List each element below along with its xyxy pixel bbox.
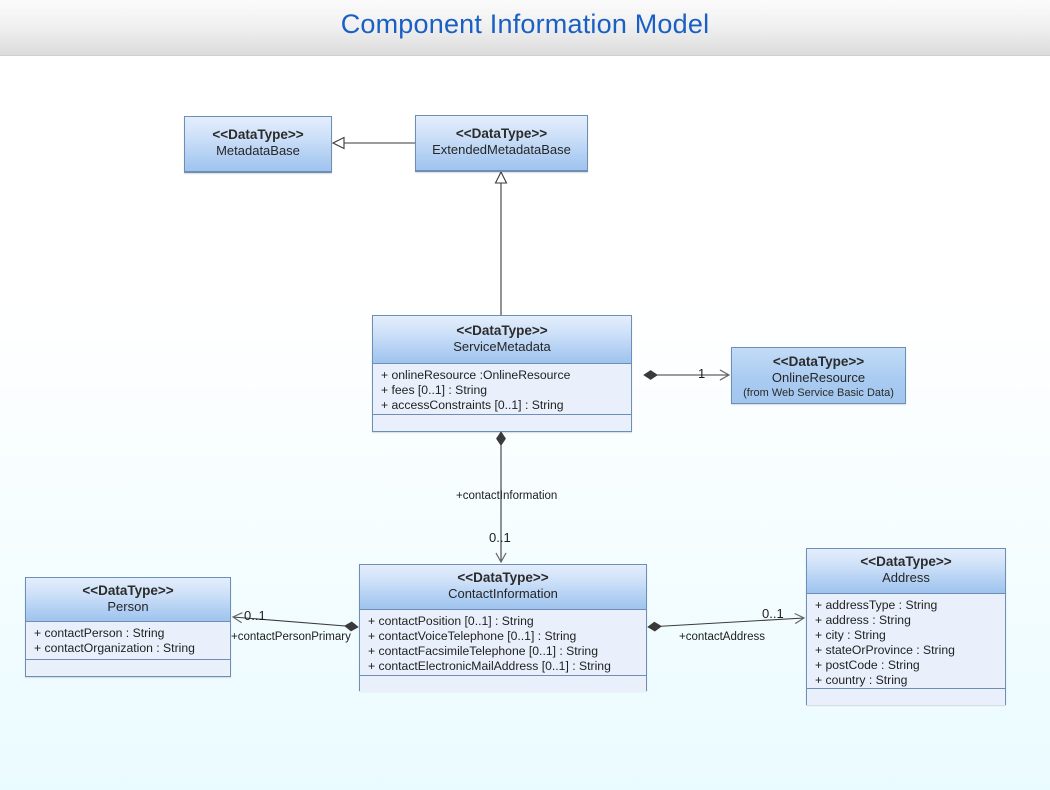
attribute-row: + city : String [815,628,886,642]
class-metadatabase-header: <<DataType>> MetadataBase [185,117,331,172]
class-person-header: <<DataType>> Person [26,578,230,622]
class-servicemetadata-name: ServiceMetadata [453,339,551,354]
multiplicity-address: 0..1 [762,606,784,621]
attribute-row: + contactVoiceTelephone [0..1] : String [368,629,577,643]
class-person-operations [26,660,230,676]
attribute-row: + accessConstraints [0..1] : String [381,398,564,412]
attribute-row: + contactElectronicMailAddress [0..1] : … [368,659,611,673]
class-metadatabase-stereotype: <<DataType>> [212,127,304,142]
attribute-row: + onlineResource :OnlineResource [381,368,571,382]
class-onlineresource-name: OnlineResource [771,370,866,385]
class-person-stereotype: <<DataType>> [82,583,174,598]
class-onlineresource[interactable]: <<DataType>> OnlineResource (from Web Se… [731,347,906,404]
class-servicemetadata-operations [373,415,631,431]
role-contactinformation: +contactInformation [456,490,558,502]
class-metadatabase[interactable]: <<DataType>> MetadataBase [184,116,332,173]
multiplicity-contactinformation: 0..1 [489,530,511,545]
class-servicemetadata[interactable]: <<DataType>> ServiceMetadata + onlineRes… [372,315,632,432]
class-address-header: <<DataType>> Address [807,549,1005,594]
class-contactinformation-attributes: + contactPosition [0..1] : String + cont… [360,610,646,676]
class-contactinformation-operations [360,676,646,692]
class-person-name: Person [107,599,149,614]
class-extendedmetadatabase-header: <<DataType>> ExtendedMetadataBase [416,116,587,171]
attribute-row: + postCode : String [815,658,920,672]
class-servicemetadata-stereotype: <<DataType>> [456,323,548,338]
class-contactinformation[interactable]: <<DataType>> ContactInformation + contac… [359,564,647,692]
title-bar: Component Information Model [0,0,1050,56]
class-person-attributes: + contactPerson : String + contactOrgani… [26,622,230,660]
class-servicemetadata-header: <<DataType>> ServiceMetadata [373,316,631,364]
class-onlineresource-subtitle: (from Web Service Basic Data) [743,387,894,399]
class-servicemetadata-attributes: + onlineResource :OnlineResource + fees … [373,364,631,415]
role-contactaddress: +contactAddress [679,631,765,643]
attribute-row: + address : String [815,613,911,627]
class-address[interactable]: <<DataType>> Address + addressType : Str… [806,548,1006,705]
class-person[interactable]: <<DataType>> Person + contactPerson : St… [25,577,231,677]
class-contactinformation-header: <<DataType>> ContactInformation [360,565,646,610]
class-onlineresource-header: <<DataType>> OnlineResource (from Web Se… [732,348,905,403]
attribute-row: + addressType : String [815,598,938,612]
attribute-row: + fees [0..1] : String [381,383,488,397]
attribute-row: + contactPerson : String [34,626,165,640]
class-metadatabase-name: MetadataBase [216,143,300,158]
class-extendedmetadatabase-stereotype: <<DataType>> [455,126,548,141]
class-address-attributes: + addressType : String + address : Strin… [807,594,1005,689]
attribute-row: + contactPosition [0..1] : String [368,614,534,628]
role-contactpersonprimary: +contactPersonPrimary [231,631,351,643]
attribute-row: + country : String [815,673,908,687]
attribute-row: + stateOrProvince : String [815,643,955,657]
class-address-name: Address [882,570,930,585]
attribute-row: + contactFacsimileTelephone [0..1] : Str… [368,644,598,658]
attribute-row: + contactOrganization : String [34,641,195,655]
multiplicity-person: 0..1 [244,608,266,623]
class-extendedmetadatabase[interactable]: <<DataType>> ExtendedMetadataBase [415,115,588,172]
class-extendedmetadatabase-name: ExtendedMetadataBase [432,142,571,157]
page-title: Component Information Model [340,9,710,39]
multiplicity-onlineresource: 1 [698,366,706,381]
class-address-stereotype: <<DataType>> [860,554,952,569]
class-contactinformation-name: ContactInformation [448,586,558,601]
class-contactinformation-stereotype: <<DataType>> [457,570,549,585]
class-onlineresource-stereotype: <<DataType>> [772,354,865,369]
class-address-operations [807,689,1005,705]
